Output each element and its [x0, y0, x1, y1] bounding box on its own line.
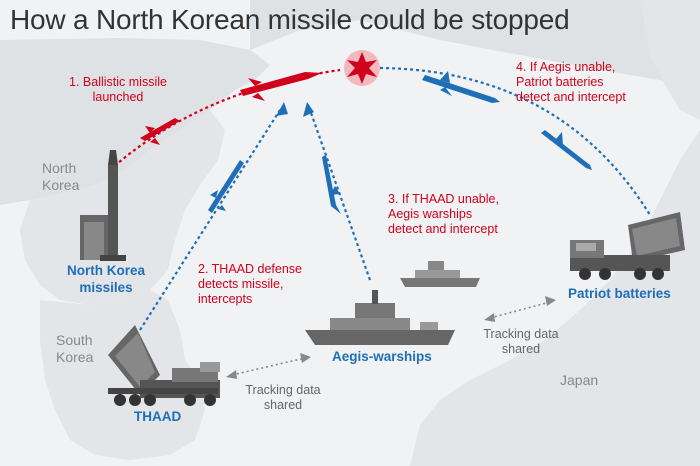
descent-trajectory	[379, 66, 651, 216]
aegis-intercept-arrowhead	[303, 102, 314, 117]
step-3-label: 3. If THAAD unable, Aegis warships detec…	[388, 192, 499, 236]
thaad-label: THAAD	[134, 409, 182, 424]
step-2-label: 2. THAAD defense detects missile, interc…	[198, 262, 302, 306]
nk-missile-launcher-icon	[80, 150, 126, 261]
step-4-label: 4. If Aegis unable, Patriot batteries de…	[516, 60, 626, 104]
step-1-label: 1. Ballistic missile launched	[69, 75, 167, 104]
tracking-arrow-right-head-b	[545, 296, 556, 306]
tracking-right-label: Tracking data shared	[483, 327, 559, 356]
page-title: How a North Korean missile could be stop…	[10, 4, 570, 35]
aegis-intercept-path	[308, 109, 372, 281]
russia-land	[250, 0, 700, 90]
patriot-battery-icon	[570, 212, 685, 280]
china-land	[0, 38, 270, 205]
place-label-south-korea: South Korea	[56, 332, 94, 365]
tracking-arrow-right-head-a	[484, 313, 495, 322]
thaad-launcher-icon	[108, 325, 220, 406]
ballistic-trajectory	[109, 68, 341, 171]
blue-interceptor-icon	[208, 160, 244, 213]
aegis-warship-icon-2	[400, 261, 480, 287]
place-label-japan: Japan	[560, 372, 599, 388]
red-missile-icon-2	[240, 72, 322, 101]
japan-northern-land	[640, 0, 700, 120]
aegis-warship-icon	[305, 290, 455, 345]
blue-interceptor-icon-4	[541, 130, 592, 170]
thaad-intercept-arrowhead	[276, 102, 288, 116]
tracking-arrow-right	[489, 301, 551, 319]
blue-interceptor-icon-3	[422, 71, 500, 103]
explosion-icon	[344, 50, 380, 86]
japan-land	[410, 130, 700, 466]
nk-missiles-label: North Korea missiles	[66, 263, 145, 295]
aegis-label: Aegis-warships	[332, 349, 432, 364]
south-korea-land	[40, 290, 205, 460]
red-missile-icon	[140, 118, 180, 145]
tracking-arrow-left	[231, 357, 306, 376]
tracking-left-label: Tracking data shared	[245, 383, 321, 412]
north-korea-land	[20, 110, 225, 305]
blue-interceptor-icon-2	[322, 155, 341, 214]
thaad-intercept-path	[139, 109, 281, 331]
patriot-label: Patriot batteries	[568, 286, 671, 301]
tracking-arrow-left-head-a	[226, 370, 237, 379]
place-label-north-korea: North Korea	[42, 160, 80, 193]
tracking-arrow-left-head-b	[300, 353, 311, 363]
